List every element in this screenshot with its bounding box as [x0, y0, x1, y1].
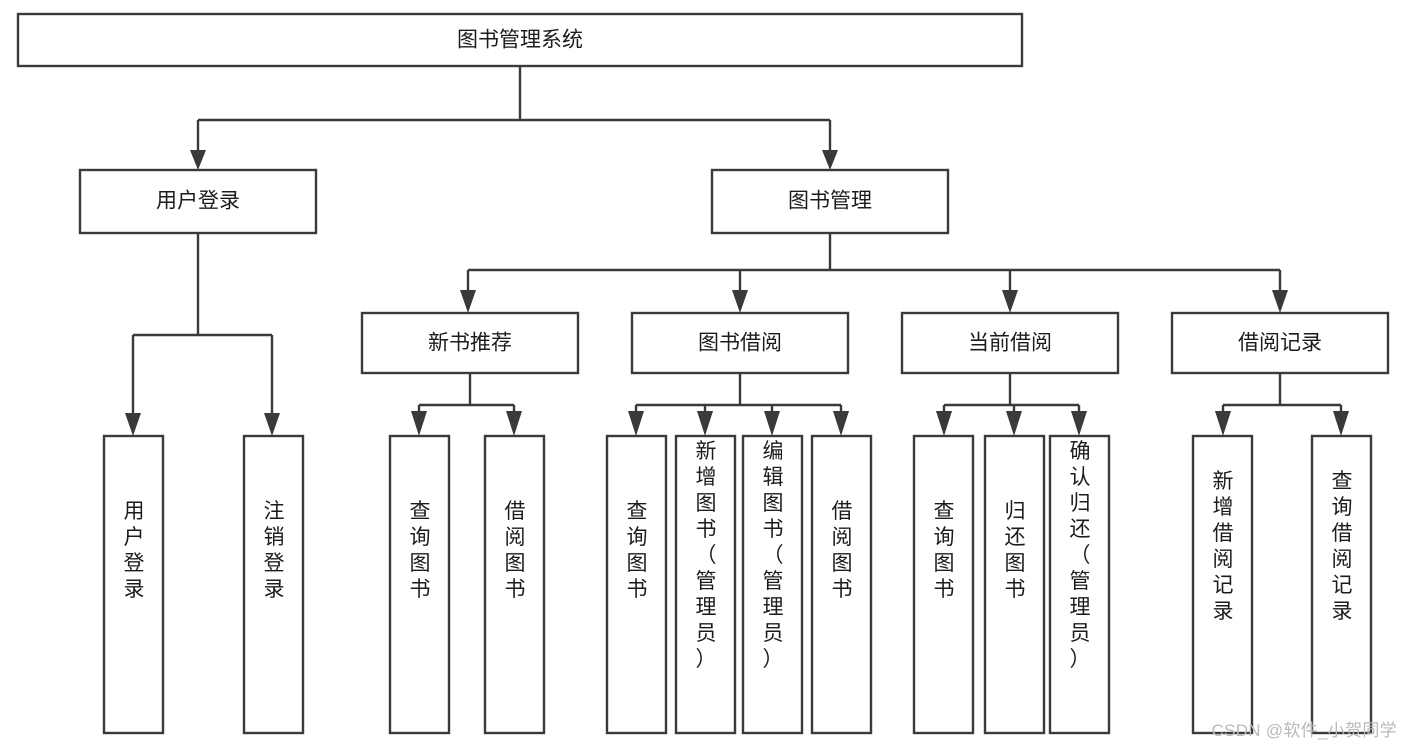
node-leaf-query-book-1-box[interactable] — [388, 434, 451, 735]
node-leaf-borrow-book-2-label: 借阅图书 — [832, 500, 853, 601]
arrow-head-leaf-query-book-1 — [411, 411, 427, 436]
node-borrow-record[interactable]: 借阅记录 — [1170, 311, 1390, 375]
node-leaf-query-book-3-box[interactable] — [912, 434, 975, 735]
node-leaf-borrow-book-2-box[interactable] — [810, 434, 873, 735]
arrow-head-leaf-borrow-book-2 — [833, 411, 849, 436]
node-leaf-add-record-box[interactable] — [1191, 434, 1254, 735]
node-book-manage[interactable]: 图书管理 — [710, 168, 950, 235]
node-root[interactable]: 图书管理系统 — [16, 12, 1024, 68]
node-leaf-borrow-book-1-label: 借阅图书 — [505, 500, 526, 601]
node-current-borrow[interactable]: 当前借阅 — [900, 311, 1120, 375]
connector-group-new-book-recommend — [411, 373, 522, 436]
arrow-head-leaf-query-book-3 — [936, 411, 952, 436]
arrow-head-leaf-edit-book — [764, 411, 780, 436]
node-user-login-box[interactable] — [78, 168, 318, 235]
arrow-head-new-book-recommend — [460, 290, 476, 313]
node-leaf-return-book-label: 归还图书 — [1005, 500, 1026, 601]
node-leaf-borrow-book-2[interactable]: 借阅图书 — [810, 434, 873, 735]
node-book-borrow-box[interactable] — [630, 311, 850, 375]
node-leaf-edit-book-box[interactable] — [741, 434, 804, 735]
node-leaf-add-book-box[interactable] — [674, 434, 737, 735]
node-leaf-query-book-1-label: 查询图书 — [410, 500, 431, 601]
node-leaf-add-book[interactable]: 新增图书（管理员） — [674, 434, 737, 735]
connector-group-book-borrow — [628, 373, 849, 436]
node-leaf-query-record[interactable]: 查询借阅记录 — [1310, 434, 1373, 735]
node-leaf-user-login[interactable]: 用户登录 — [102, 434, 165, 735]
arrow-head-user-login — [190, 150, 206, 170]
node-leaf-logout-login[interactable]: 注销登录 — [242, 434, 305, 735]
node-book-borrow-label: 图书借阅 — [698, 332, 782, 355]
node-root-box[interactable] — [16, 12, 1024, 68]
node-leaf-query-book-2[interactable]: 查询图书 — [605, 434, 668, 735]
connector-group-user-login — [125, 233, 280, 436]
node-leaf-add-record-label: 新增借阅记录 — [1213, 470, 1234, 623]
node-leaf-query-book-3[interactable]: 查询图书 — [912, 434, 975, 735]
arrow-head-borrow-record — [1272, 290, 1288, 313]
node-book-manage-label: 图书管理 — [788, 190, 872, 213]
node-leaf-query-book-1[interactable]: 查询图书 — [388, 434, 451, 735]
node-leaf-add-book-label: 新增图书（管理员） — [696, 440, 717, 671]
arrow-head-book-borrow — [732, 290, 748, 313]
node-leaf-query-record-label: 查询借阅记录 — [1332, 470, 1353, 623]
node-leaf-user-login-label: 用户登录 — [124, 500, 145, 601]
node-leaf-logout-login-label: 注销登录 — [264, 500, 285, 601]
node-leaf-borrow-book-1-box[interactable] — [483, 434, 546, 735]
node-leaf-query-book-2-label: 查询图书 — [627, 500, 648, 601]
node-borrow-record-box[interactable] — [1170, 311, 1390, 375]
arrow-head-leaf-add-record — [1215, 411, 1231, 436]
node-leaf-return-book-box[interactable] — [983, 434, 1046, 735]
node-new-book-recommend-box[interactable] — [360, 311, 580, 375]
arrow-head-current-borrow — [1002, 290, 1018, 313]
arrow-head-leaf-return-book — [1006, 411, 1022, 436]
node-book-borrow[interactable]: 图书借阅 — [630, 311, 850, 375]
node-leaf-edit-book-label: 编辑图书（管理员） — [763, 440, 784, 671]
node-leaf-query-book-3-label: 查询图书 — [934, 500, 955, 601]
connector-group-current-borrow — [936, 373, 1087, 436]
connector-group-book-manage — [460, 233, 1288, 313]
node-leaf-return-book[interactable]: 归还图书 — [983, 434, 1046, 735]
arrow-head-leaf-borrow-book-1 — [506, 411, 522, 436]
arrow-head-leaf-query-record — [1333, 411, 1349, 436]
node-book-manage-box[interactable] — [710, 168, 950, 235]
arrow-head-leaf-user-login — [125, 413, 141, 436]
arrow-head-leaf-logout-login — [264, 413, 280, 436]
node-leaf-borrow-book-1[interactable]: 借阅图书 — [483, 434, 546, 735]
node-borrow-record-label: 借阅记录 — [1238, 332, 1322, 355]
node-root-label: 图书管理系统 — [457, 29, 583, 52]
node-new-book-recommend-label: 新书推荐 — [428, 332, 512, 355]
arrow-head-book-manage — [822, 150, 838, 170]
node-user-login[interactable]: 用户登录 — [78, 168, 318, 235]
node-leaf-edit-book[interactable]: 编辑图书（管理员） — [741, 434, 804, 735]
csdn-watermark: CSDN @软件_小贺同学 — [1211, 721, 1397, 740]
node-leaf-query-book-2-box[interactable] — [605, 434, 668, 735]
node-leaf-user-login-box[interactable] — [102, 434, 165, 735]
node-current-borrow-box[interactable] — [900, 311, 1120, 375]
node-leaf-confirm-return-box[interactable] — [1048, 434, 1111, 735]
node-leaf-logout-login-box[interactable] — [242, 434, 305, 735]
connector-group-borrow-record — [1215, 373, 1349, 436]
node-new-book-recommend[interactable]: 新书推荐 — [360, 311, 580, 375]
arrow-head-leaf-add-book — [697, 411, 713, 436]
arrow-head-leaf-confirm-return — [1071, 411, 1087, 436]
node-current-borrow-label: 当前借阅 — [968, 332, 1052, 355]
node-user-login-label: 用户登录 — [156, 190, 240, 213]
node-leaf-confirm-return-label: 确认归还（管理员） — [1070, 440, 1091, 671]
node-leaf-add-record[interactable]: 新增借阅记录 — [1191, 434, 1254, 735]
arrow-head-leaf-query-book-2 — [628, 411, 644, 436]
node-leaf-confirm-return[interactable]: 确认归还（管理员） — [1048, 434, 1111, 735]
node-leaf-query-record-box[interactable] — [1310, 434, 1373, 735]
connector-group-root — [190, 66, 838, 170]
